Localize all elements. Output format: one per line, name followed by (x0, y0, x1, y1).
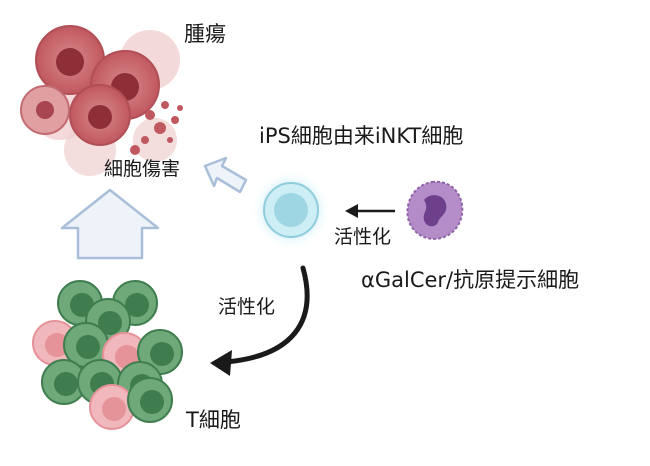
t-cell-nucleus (76, 335, 100, 359)
apc-label: αGalCer/抗原提示細胞 (361, 268, 580, 292)
tumor-cluster (20, 25, 183, 176)
t-cell-cluster (32, 280, 183, 430)
t-cell-nucleus (140, 390, 164, 414)
activation-label-left: 活性化 (218, 296, 276, 318)
t-cell-nucleus (125, 293, 149, 317)
activation-arrow-left (223, 265, 310, 365)
t-cell-label: T細胞 (186, 408, 241, 432)
t-cell-nucleus (150, 342, 174, 366)
apc-cell (406, 180, 464, 240)
t-cell-nucleus (98, 311, 122, 335)
ips-inkt-label: iPS細胞由来iNKT細胞 (259, 124, 464, 148)
t-cell-nucleus (45, 333, 69, 357)
diagonal-arrow (203, 156, 248, 194)
cytotoxicity-label: 細胞傷害 (104, 158, 181, 180)
t-cell-nucleus (54, 372, 78, 396)
t-cell-nucleus (102, 397, 126, 421)
tumor-label: 腫瘍 (184, 22, 226, 46)
inkt-cell (251, 170, 331, 250)
activation-label-top: 活性化 (334, 226, 392, 248)
up-arrow (60, 188, 160, 260)
